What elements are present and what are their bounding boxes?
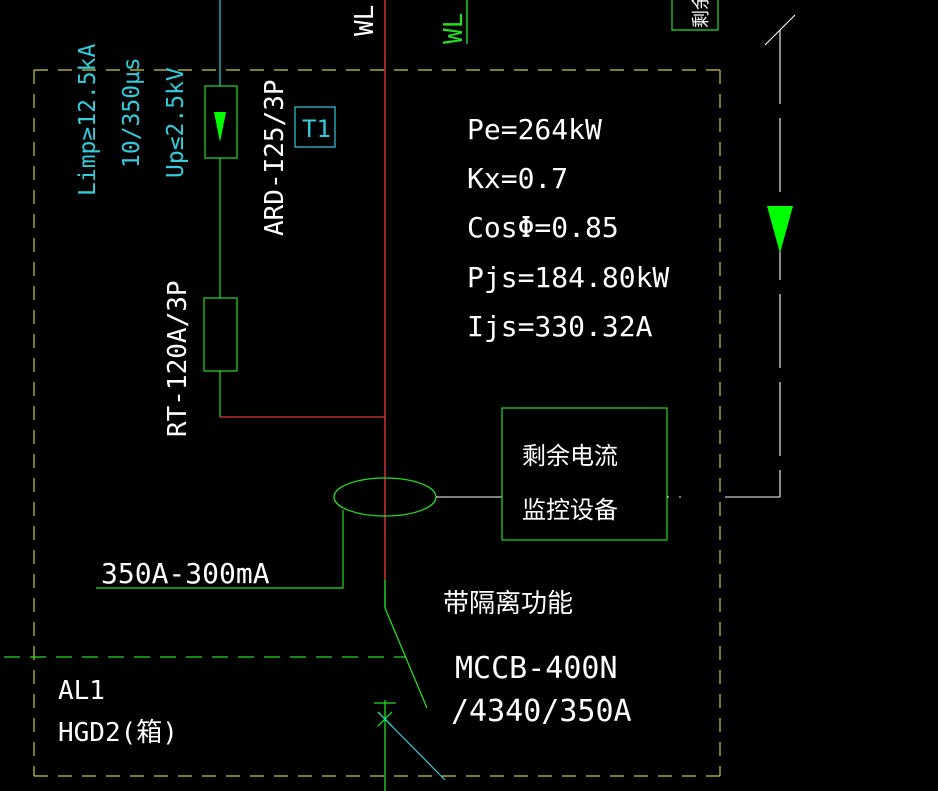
wl-label-green: WL	[439, 13, 469, 44]
wl-label-white: WL	[350, 5, 380, 36]
load-ijs: Ijs=330.32A	[467, 310, 653, 343]
outgoing-diagonal-line	[377, 711, 446, 781]
panel-id-label: AL1	[58, 676, 105, 706]
spd-rating-line2: 10/350μs	[119, 57, 145, 168]
load-pe: Pe=264kW	[467, 113, 602, 146]
residual-current-monitor-box	[501, 407, 668, 541]
corner-label-box	[671, 0, 719, 31]
panel-boundary	[33, 69, 721, 777]
spd-tag-label: T1	[302, 115, 331, 143]
fuse-symbol	[203, 297, 238, 372]
load-kx: Kx=0.7	[467, 162, 568, 195]
panel-model-label: HGD2(箱)	[58, 718, 178, 748]
monitor-label-line2: 监控设备	[522, 496, 618, 524]
signal-arrow-icon	[767, 206, 793, 253]
fuse-label: RT-120A/3P	[163, 280, 193, 437]
breaker-model-line2: /4340/350A	[451, 694, 632, 729]
spd-rating-line3: Up≤2.5kV	[163, 67, 189, 178]
load-cos: CosΦ=0.85	[467, 211, 619, 244]
spd-tag-box	[294, 106, 336, 148]
monitor-label-line1: 剩余电流	[522, 442, 618, 470]
breaker-switch-blade	[384, 607, 428, 709]
spd-symbol	[204, 85, 238, 159]
signal-tick-line	[764, 14, 796, 46]
ct-leader-line	[96, 510, 344, 589]
load-pjs: Pjs=184.80kW	[467, 261, 669, 294]
spd-device-label: ARD-I25/3P	[260, 79, 290, 236]
breaker-model-line1: MCCB-400N	[455, 651, 618, 686]
ct-rating-label: 350A-300mA	[101, 557, 270, 590]
breaker-function-label: 带隔离功能	[443, 589, 573, 619]
spd-rating-line1: Limp≥12.5kA	[75, 44, 101, 196]
spd-arrow-icon	[214, 112, 226, 142]
corner-label: 剩余	[691, 0, 712, 28]
